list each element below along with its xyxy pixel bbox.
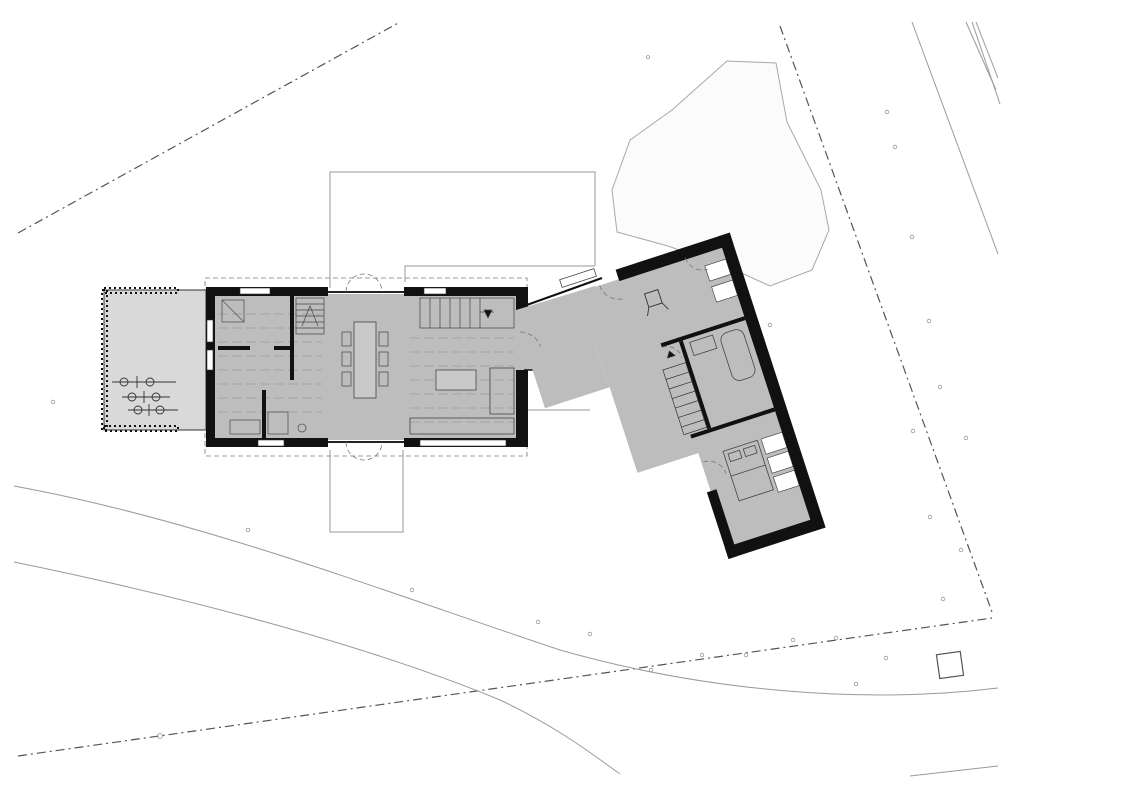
double-bed: [722, 439, 774, 502]
window-south-1: [257, 439, 285, 447]
kitchen-floor: [406, 296, 518, 438]
road-line-6: [975, 21, 999, 79]
main-house: [206, 273, 528, 461]
window-west-2: [206, 349, 214, 371]
bicycle-icon: [112, 376, 176, 388]
bike-deck-edge-west: [101, 289, 108, 431]
property-line-south: [17, 617, 993, 757]
bathtub: [720, 329, 756, 381]
bicycle-icon: [128, 404, 178, 416]
road-line-3: [911, 21, 999, 255]
interior-wall-4: [274, 346, 294, 350]
bike-deck-floor: [103, 289, 207, 431]
door-arc-south: [345, 441, 383, 461]
property-line-north: [17, 21, 401, 234]
vanity-counter: [229, 419, 261, 435]
bicycle-icon: [122, 391, 170, 403]
corridor-skylight: [559, 268, 597, 288]
wc-unit: [267, 411, 289, 435]
entry-floor: [526, 330, 610, 409]
property-line-east: [779, 25, 993, 613]
interior-wall-3: [262, 390, 266, 438]
wing-interior-wall-1: [660, 316, 746, 348]
bike-deck-edge-south: [103, 425, 179, 432]
shower-tray: [221, 299, 245, 323]
wing-interior-wall-3: [678, 340, 712, 430]
dining-table: [341, 321, 389, 399]
wing-interior-wall-2: [690, 407, 776, 439]
corridor-wall-north: [523, 277, 603, 307]
armchair: [643, 289, 669, 317]
bedroom-wing: [526, 232, 826, 559]
wing-door-arc-3: [661, 346, 683, 358]
wing-door-arc-2: [703, 460, 727, 474]
wing-wall-north: [615, 232, 734, 282]
window-south-2: [419, 439, 507, 447]
bike-deck: [101, 287, 207, 432]
wing-wall-south: [724, 516, 826, 559]
wing-door-arc-1: [599, 285, 625, 300]
corridor-door-arc: [519, 331, 543, 355]
tree-canopy-outline: [611, 60, 830, 287]
wall-east-lower: [516, 366, 528, 447]
east-terrace-outline: [404, 265, 595, 282]
interior-wall-2: [218, 346, 250, 350]
wing-wall-west: [706, 489, 739, 559]
wing-stair: [662, 350, 708, 436]
road-line-1: [13, 485, 999, 696]
south-terrace-outline: [329, 450, 404, 533]
road-line-5: [971, 21, 1001, 105]
survey-dots: [50, 55, 969, 739]
shower-drain: [221, 299, 245, 323]
wc-bowl: [297, 423, 307, 433]
road-line-2: [13, 561, 621, 775]
door-arc-north: [345, 273, 383, 293]
bedroom-wing-floor: [578, 245, 813, 549]
north-terrace-outline: [329, 171, 596, 288]
site-context: [13, 21, 1001, 777]
west-wing-floor: [214, 296, 326, 438]
kitchen-stair: [419, 297, 515, 329]
road-line-7: [909, 765, 999, 777]
wing-wall-east: [718, 232, 826, 532]
bath-vanity: [689, 334, 718, 357]
survey-marker: [935, 650, 965, 680]
kitchen-island: [435, 369, 477, 391]
wing-door-arc-4: [684, 257, 709, 271]
kitchen-counter: [489, 367, 515, 415]
window-north-1: [239, 287, 271, 295]
wall-north-east: [404, 287, 528, 296]
wing-east-windows: [704, 258, 800, 493]
interior-wall-1: [290, 296, 294, 380]
window-north-2: [423, 287, 447, 295]
kitchen-sink-counter: [409, 417, 515, 435]
west-stair: [295, 297, 325, 335]
window-west-1: [206, 319, 214, 343]
